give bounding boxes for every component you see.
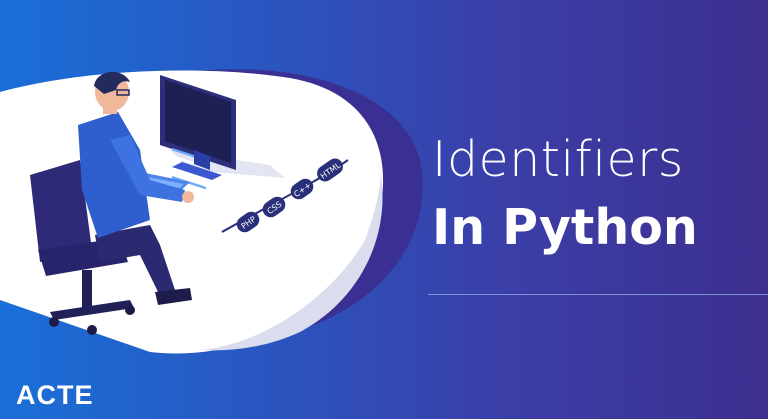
developer-illustration: HTML C++ CSS PHP — [30, 69, 423, 351]
title-divider — [428, 294, 768, 295]
tag-php: PHP — [236, 211, 260, 233]
monitor — [160, 75, 236, 195]
person — [78, 71, 194, 305]
brand-logo: ACTE — [16, 380, 94, 410]
chair — [30, 160, 135, 335]
page-title-line-2: In Python — [432, 199, 698, 256]
title-block: Identifiers In Python — [432, 126, 762, 262]
tag-cpp: C++ — [290, 178, 314, 200]
page-title-line-1: Identifiers — [432, 131, 684, 188]
tag-css: CSS — [262, 196, 286, 218]
